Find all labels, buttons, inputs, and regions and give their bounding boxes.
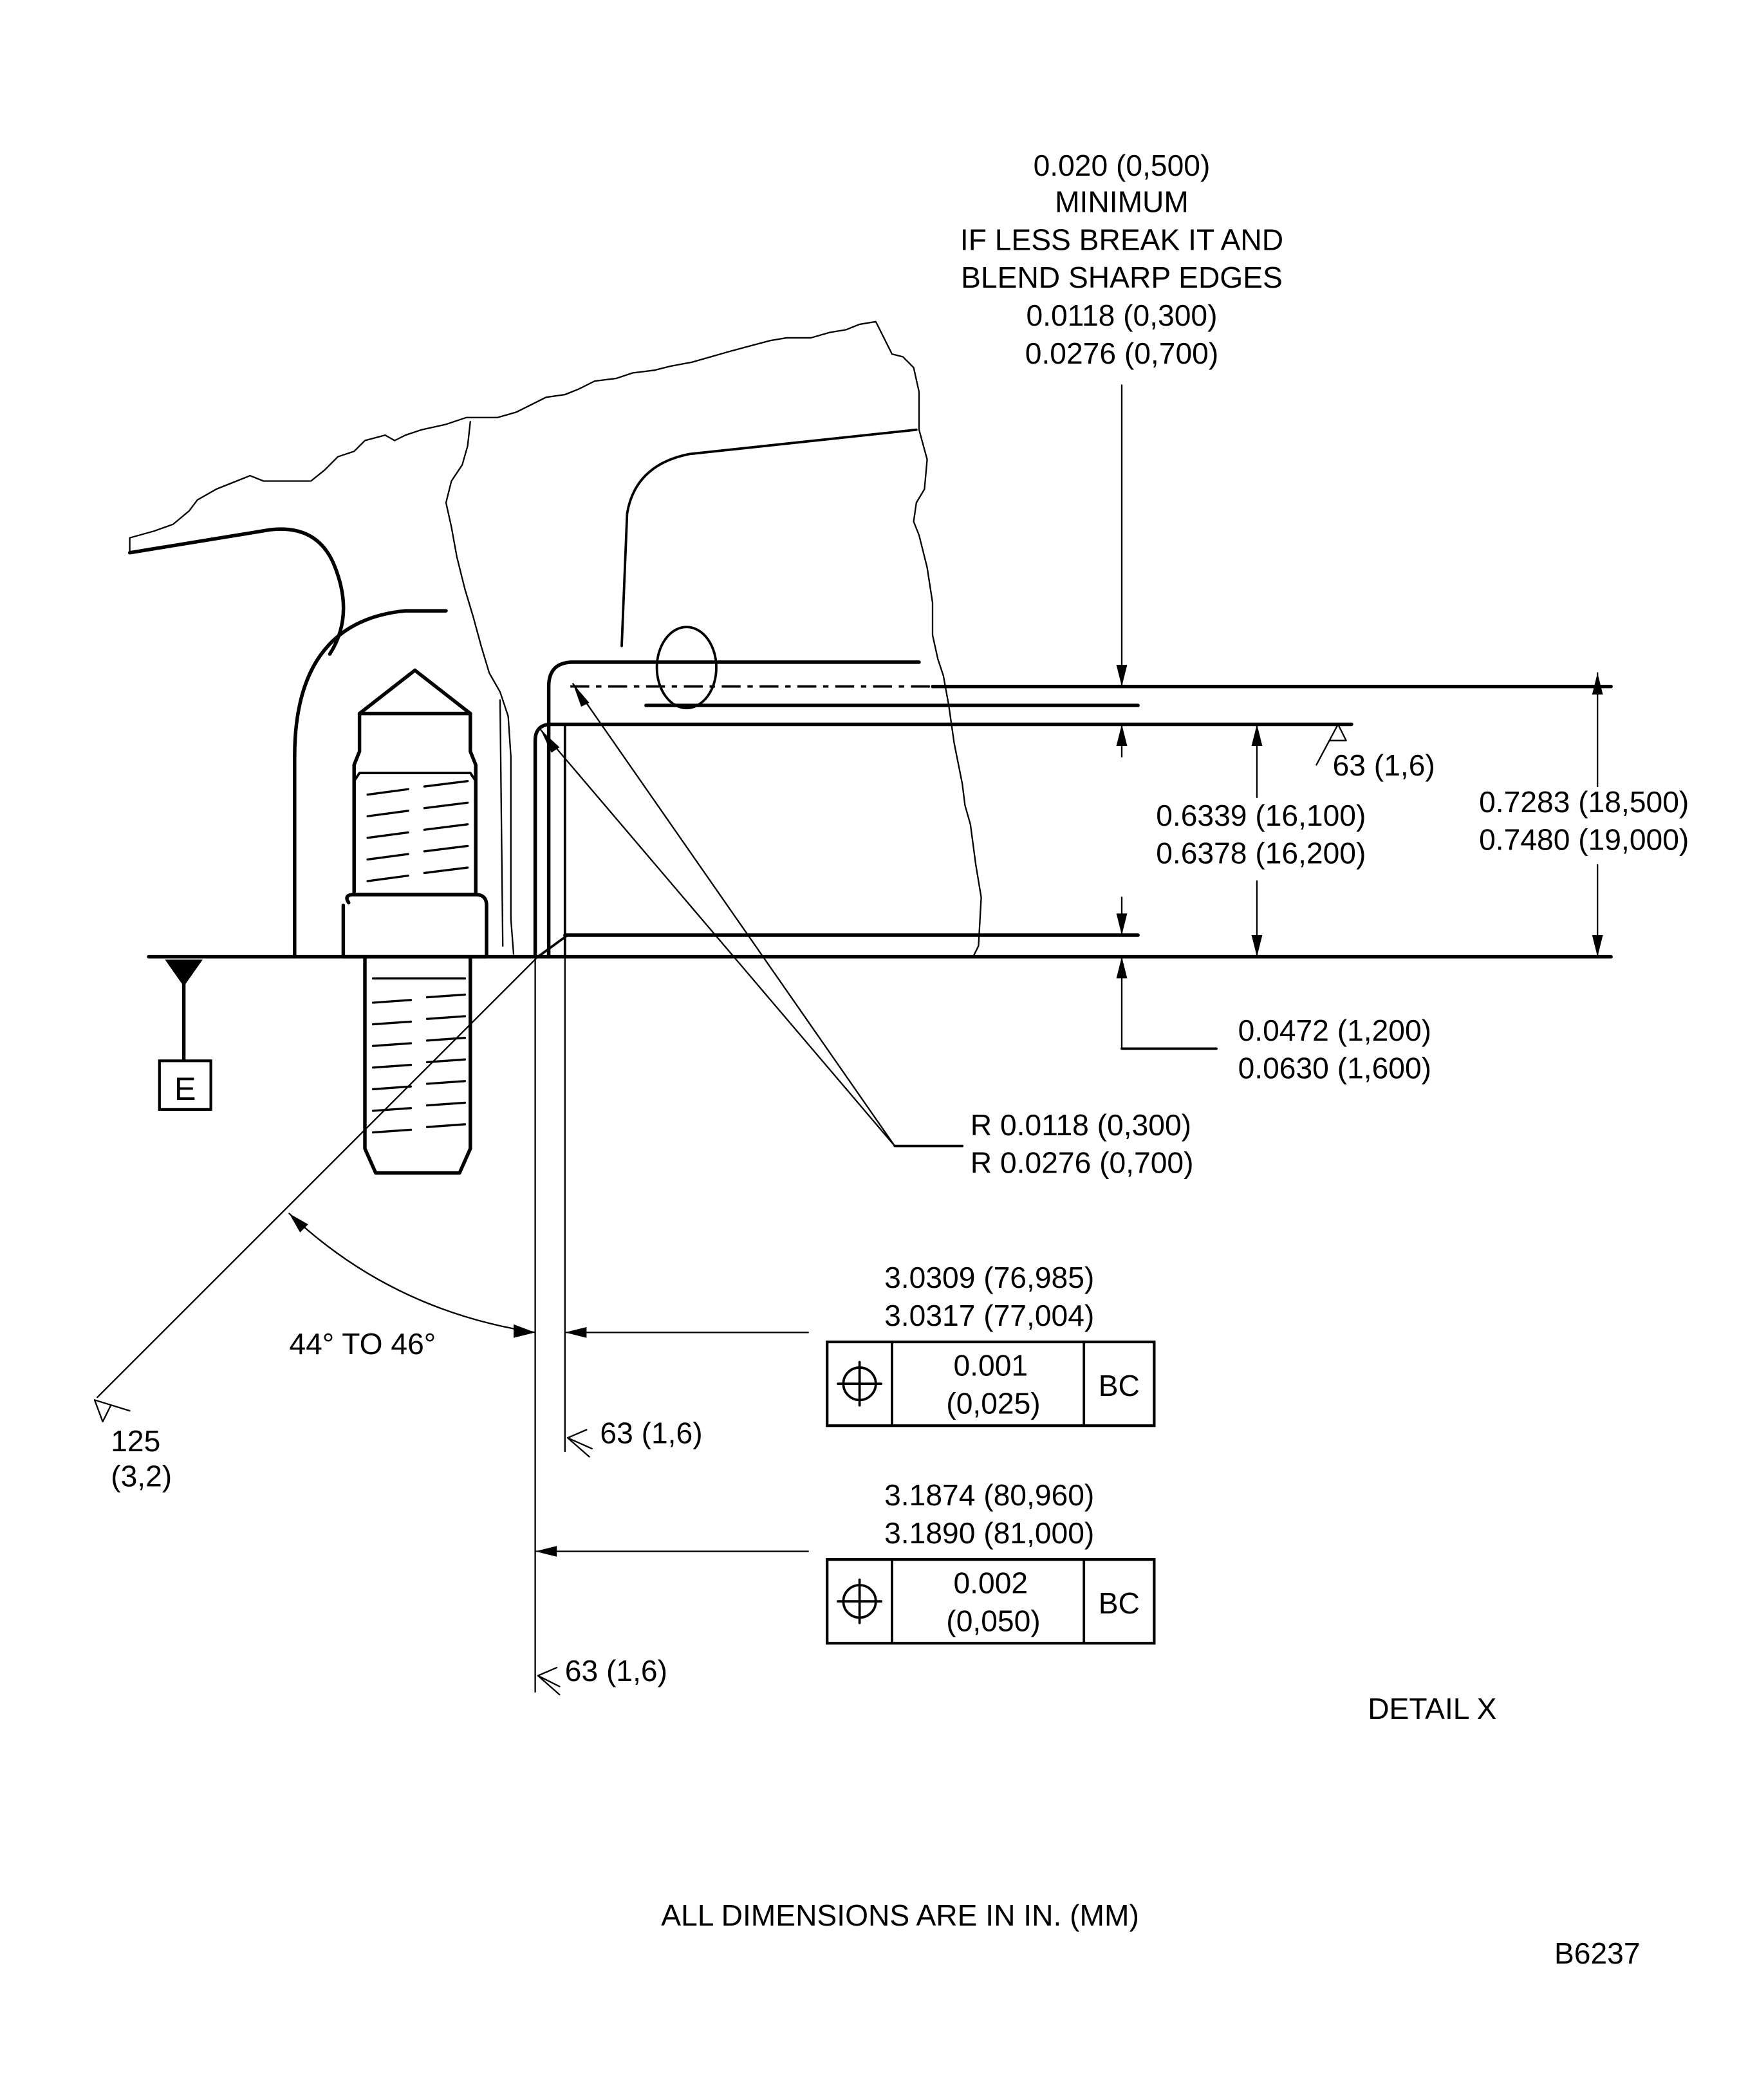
pin-hole <box>655 626 718 710</box>
feature-control-frame: 0.002 (0,050) BC <box>826 1558 1156 1645</box>
housing-inner-break-line <box>445 420 515 955</box>
dimension-text: 0.7480 (19,000) <box>1479 823 1689 857</box>
dimension-text: 0.6339 (16,100) <box>1156 799 1366 832</box>
housing-break-line <box>129 321 982 958</box>
surface-finish-outer-bore: 63 (1,6) <box>537 1654 667 1696</box>
top-note: 0.020 (0,500) MINIMUM IF LESS BREAK IT A… <box>960 149 1283 758</box>
top-note-line: MINIMUM <box>1055 185 1189 219</box>
surface-finish-text: (3,2) <box>111 1460 172 1493</box>
bolt <box>341 668 488 1175</box>
dimension-text: 0.7283 (18,500) <box>1479 785 1689 819</box>
dimension-text: R 0.0276 (0,700) <box>971 1146 1194 1180</box>
chamfer-angle: 44° TO 46° 125 (3,2) <box>93 956 539 1493</box>
datum-reference: BC <box>1099 1586 1140 1620</box>
tolerance-value: (0,025) <box>946 1386 1040 1420</box>
top-note-line: 0.0276 (0,700) <box>1025 337 1218 370</box>
dimension-text: 3.1874 (80,960) <box>884 1478 1094 1512</box>
tolerance-value: (0,050) <box>946 1604 1040 1637</box>
part-geometry <box>127 321 1613 1175</box>
dimension-text: R 0.0118 (0,300) <box>971 1108 1191 1142</box>
dimension-text: 0.0630 (1,600) <box>1238 1052 1431 1085</box>
dimension-text: 3.0309 (76,985) <box>884 1261 1094 1294</box>
datum-reference: BC <box>1099 1369 1140 1402</box>
surface-finish-text: 125 <box>111 1424 160 1458</box>
surface-finish-text: 63 (1,6) <box>600 1417 702 1450</box>
bolt-boss <box>293 609 448 959</box>
dimension-inner-diameter: 3.0309 (76,985) 3.0317 (77,004) <box>564 1261 1094 1338</box>
top-note-line: 0.020 (0,500) <box>1034 149 1211 182</box>
flange-arm <box>127 527 346 656</box>
surface-finish-inner-bore: 63 (1,6) <box>566 1417 703 1458</box>
dimension-overall-height: 0.7283 (18,500) 0.7480 (19,000) <box>1479 672 1689 958</box>
tolerance-value: 0.001 <box>953 1349 1028 1382</box>
angle-text: 44° TO 46° <box>289 1327 436 1361</box>
top-note-line: IF LESS BREAK IT AND <box>960 223 1283 256</box>
position-icon <box>837 1578 883 1624</box>
units-note: ALL DIMENSIONS ARE IN IN. (MM) <box>661 1899 1139 1932</box>
dimension-text: 0.0472 (1,200) <box>1238 1014 1431 1047</box>
bolt-boss-inner <box>499 699 504 947</box>
dimension-outer-diameter: 3.1874 (80,960) 3.1890 (81,000) <box>534 1478 1094 1557</box>
figure-id: B6237 <box>1554 1937 1641 1970</box>
radius-leaders: R 0.0118 (0,300) R 0.0276 (0,700) <box>539 683 1194 1180</box>
datum-e-feature-symbol: E <box>158 959 212 1111</box>
ring-section <box>533 660 1613 959</box>
top-note-line: BLEND SHARP EDGES <box>961 261 1283 294</box>
dimension-base-thickness: 0.0472 (1,200) 0.0630 (1,600) <box>1116 897 1431 1085</box>
retainer-lug <box>620 428 918 647</box>
surface-finish-top-face: 63 (1,6) <box>1315 723 1435 782</box>
dimension-text: 3.0317 (77,004) <box>884 1299 1094 1332</box>
position-icon <box>837 1361 883 1407</box>
tolerance-value: 0.002 <box>953 1566 1028 1600</box>
datum-e-label: E <box>174 1070 196 1107</box>
dimension-text: 0.6378 (16,200) <box>1156 837 1366 870</box>
top-note-line: 0.0118 (0,300) <box>1026 299 1217 332</box>
surface-finish-text: 63 (1,6) <box>565 1654 667 1687</box>
detail-title: DETAIL X <box>1368 1692 1496 1725</box>
dimension-inner-height: 0.6339 (16,100) 0.6378 (16,200) <box>1156 723 1366 958</box>
feature-control-frame: 0.001 (0,025) BC <box>826 1340 1156 1427</box>
dimension-text: 3.1890 (81,000) <box>884 1516 1094 1550</box>
surface-finish-text: 63 (1,6) <box>1333 748 1435 782</box>
